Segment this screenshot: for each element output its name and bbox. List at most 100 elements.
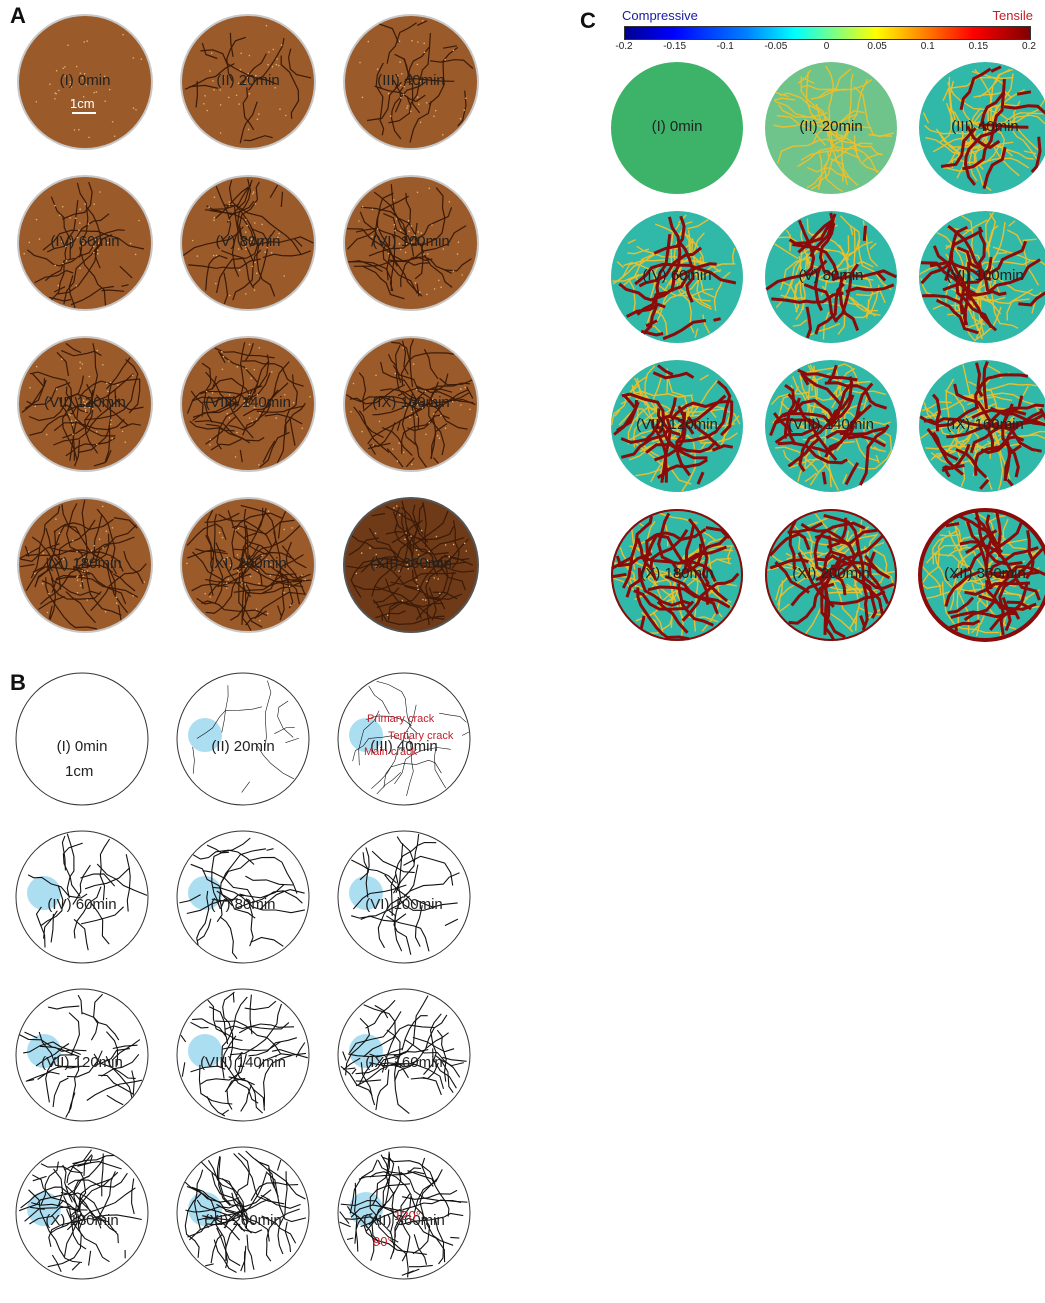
- photo-cell: (IV) 60min: [10, 173, 160, 333]
- stress-image: [919, 62, 1045, 194]
- stress-caption: (I) 0min: [651, 118, 703, 135]
- photo-image: [180, 14, 316, 150]
- stress-cell: (VIII) 140min: [756, 356, 906, 516]
- stress-caption: (XII) 360min: [944, 565, 1026, 582]
- stress-image: [919, 211, 1045, 343]
- colorbar-right-label: Tensile: [992, 8, 1033, 23]
- sketch-image: [15, 672, 149, 806]
- photo-caption: (IV) 60min: [50, 233, 120, 250]
- colorbar-tick: -0.15: [663, 41, 687, 52]
- photo-cell: (IX) 160min: [336, 334, 486, 494]
- sketch-cell: (IX) 160min: [329, 985, 479, 1145]
- stress-image: [611, 211, 743, 343]
- stress-image: [765, 211, 897, 343]
- sketch-image: [176, 672, 310, 806]
- photo-cell: (V) 80min: [173, 173, 323, 333]
- main-crack-label: Main crack: [364, 746, 418, 758]
- photo-caption: (II) 20min: [216, 72, 280, 89]
- sketch-caption: (V) 80min: [210, 896, 276, 913]
- photo-image: [17, 497, 153, 633]
- sketch-caption: (I) 0min: [56, 738, 108, 755]
- colorbar-tick: -0.1: [716, 41, 734, 52]
- sketch-image: [15, 830, 149, 964]
- stress-caption: (III) 40min: [951, 118, 1019, 135]
- sketch-image: [337, 1146, 471, 1280]
- stress-cell: (IV) 60min: [602, 207, 752, 367]
- sketch-caption: (IV) 60min: [47, 896, 117, 913]
- photo-caption: (XII) 360min: [370, 555, 452, 572]
- photo-caption: (VI) 100min: [372, 233, 450, 250]
- sketch-image: [176, 1146, 310, 1280]
- panel-letter-c: C: [580, 8, 596, 33]
- angle-120-label: 120°: [394, 1208, 421, 1223]
- sketch-caption: (VI) 100min: [365, 896, 443, 913]
- stress-cell: (III) 40min: [910, 58, 1045, 218]
- stress-cell: (VI) 100min: [910, 207, 1045, 367]
- sketch-cell: (XI) 200min: [168, 1143, 318, 1303]
- stress-image: [611, 62, 743, 194]
- stress-caption: (XI) 200min: [792, 565, 870, 582]
- sketch-caption: (VII) 120min: [41, 1054, 123, 1071]
- stress-caption: (IV) 60min: [642, 267, 712, 284]
- stress-cell: (V) 80min: [756, 207, 906, 367]
- sketch-image: [15, 988, 149, 1122]
- stress-cell: (XI) 200min: [756, 505, 906, 665]
- sketch-cell: (VIII) 140min: [168, 985, 318, 1145]
- photo-image: [180, 497, 316, 633]
- stress-image: [765, 62, 897, 194]
- sketch-caption: (XII) 360min: [363, 1212, 445, 1229]
- photo-cell: (VIII) 140min: [173, 334, 323, 494]
- photo-caption: (V) 80min: [215, 233, 281, 250]
- photo-caption: (IX) 160min: [372, 394, 450, 411]
- colorbar-tick: 0: [823, 41, 830, 52]
- photo-caption: (III) 40min: [377, 72, 445, 89]
- scale-bar-label: 1cm: [70, 96, 95, 111]
- photo-cell: (II) 20min: [173, 12, 323, 172]
- colorbar-tick: -0.05: [764, 41, 788, 52]
- photo-image: [17, 14, 153, 150]
- stress-image: [765, 509, 897, 642]
- photo-image: [17, 336, 153, 472]
- stress-cell: (IX) 160min: [910, 356, 1045, 516]
- photo-caption: (X) 180min: [48, 555, 122, 572]
- sketch-image: [337, 672, 471, 806]
- photo-image: [17, 175, 153, 311]
- scale-label: 1cm: [65, 763, 94, 780]
- sketch-cell: (II) 20min: [168, 669, 318, 829]
- colorbar-gradient: [624, 26, 1031, 40]
- photo-image: [180, 175, 316, 311]
- sketch-image: [337, 830, 471, 964]
- stress-caption: (II) 20min: [799, 118, 863, 135]
- sketch-image: [337, 988, 471, 1122]
- sketch-cell: (VII) 120min: [7, 985, 157, 1145]
- stress-image: [919, 360, 1045, 492]
- photo-image: [343, 497, 479, 633]
- photo-caption: (XI) 200min: [209, 555, 287, 572]
- sketch-caption: (VIII) 140min: [200, 1054, 286, 1071]
- scale-bar-line: [72, 112, 96, 114]
- stress-cell: (XII) 360min: [910, 505, 1045, 665]
- sketch-caption: (IX) 160min: [365, 1054, 443, 1071]
- stress-cell: (I) 0min: [602, 58, 752, 218]
- sketch-cell: (III) 40min: [329, 669, 479, 829]
- stress-image: [918, 508, 1045, 642]
- sketch-caption: (III) 40min: [370, 738, 438, 755]
- photo-cell: (I) 0min: [10, 12, 160, 172]
- stress-cell: (X) 180min: [602, 505, 752, 665]
- stress-image: [765, 360, 897, 492]
- photo-caption: (VII) 120min: [44, 394, 126, 411]
- sketch-image: [15, 1146, 149, 1280]
- panel-a-soil-photos: (I) 0min (II) 20min (III) 40min (IV) 60min (…: [0, 0, 480, 650]
- stress-caption: (VI) 100min: [946, 267, 1024, 284]
- photo-caption: (VIII) 140min: [205, 394, 291, 411]
- photo-caption: (I) 0min: [59, 72, 111, 89]
- photo-cell: (VII) 120min: [10, 334, 160, 494]
- sketch-cell: (X) 180min: [7, 1143, 157, 1303]
- sketch-cell: (VI) 100min: [329, 827, 479, 987]
- photo-image: [343, 14, 479, 150]
- colorbar-tick: -0.2: [615, 41, 633, 52]
- photo-cell: (X) 180min: [10, 495, 160, 655]
- stress-cell: (VII) 120min: [602, 356, 752, 516]
- panel-b-crack-sketches: (I) 0min (II) 20min (III) 40min (IV) 60min (…: [0, 660, 480, 1300]
